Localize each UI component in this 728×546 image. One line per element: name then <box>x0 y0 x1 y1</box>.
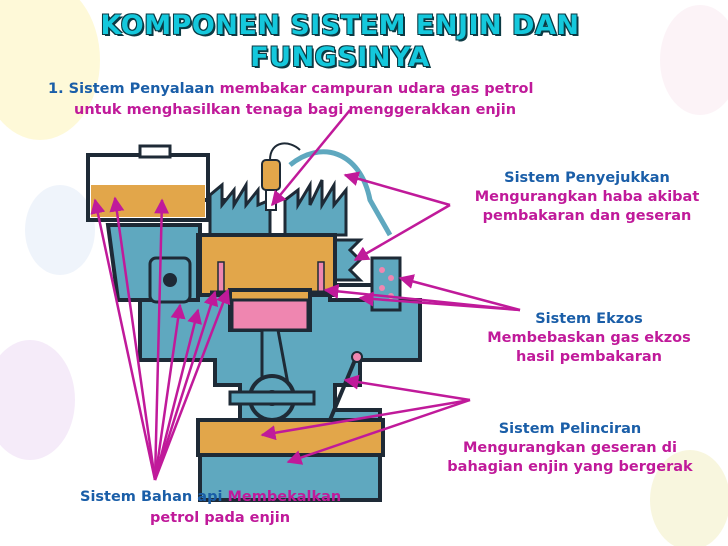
fuel-desc-2: petrol pada enjin <box>150 510 291 526</box>
ignition-name: Sistem Penyalaan <box>68 81 215 97</box>
exhaust-muffler <box>335 256 402 312</box>
cooling-desc-2: pembakaran dan geseran <box>482 208 692 224</box>
title-line-1: KOMPONEN SISTEM ENJIN DAN <box>100 10 580 41</box>
fuel-label: Sistem Bahan api Membekalkan <box>80 488 410 507</box>
ignition-number: 1. <box>48 81 64 97</box>
lubrication-label: Sistem Pelinciran Mengurangkan geseran d… <box>420 420 720 477</box>
coolant-tube <box>288 149 393 237</box>
fuel-desc-1: Membekalkan <box>227 489 342 505</box>
oil-dipstick <box>328 359 357 421</box>
cooling-label: Sistem Penyejukkan Mengurangkan haba aki… <box>446 169 728 226</box>
exhaust-name: Sistem Ekzos <box>535 311 643 327</box>
exhaust-desc-2: hasil pembakaran <box>516 349 662 365</box>
lubrication-desc-2: bahagian enjin yang bergerak <box>447 459 693 475</box>
cooling-name: Sistem Penyejukkan <box>504 170 670 186</box>
cooling-desc-1: Mengurangkan haba akibat <box>474 189 700 205</box>
title-line-2: FUNGSINYA <box>250 42 430 73</box>
ignition-label: 1. Sistem Penyalaan membakar campuran ud… <box>48 80 688 99</box>
fuel-name: Sistem Bahan api <box>80 489 223 505</box>
exhaust-label: Sistem Ekzos Membebaskan gas ekzos hasil… <box>450 310 728 367</box>
oil-sump <box>196 418 385 457</box>
ignition-desc-1: membakar campuran udara gas petrol <box>219 81 534 97</box>
ignition-desc-2: untuk menghasilkan tenaga bagi menggerak… <box>74 102 517 118</box>
spark-plug <box>261 142 301 211</box>
exhaust-desc-1: Membebaskan gas ekzos <box>487 330 691 346</box>
page-title: KOMPONEN SISTEM ENJIN DAN FUNGSINYA <box>90 10 590 74</box>
lubrication-desc-1: Mengurangkan geseran di <box>462 440 678 456</box>
lubrication-name: Sistem Pelinciran <box>498 421 642 437</box>
